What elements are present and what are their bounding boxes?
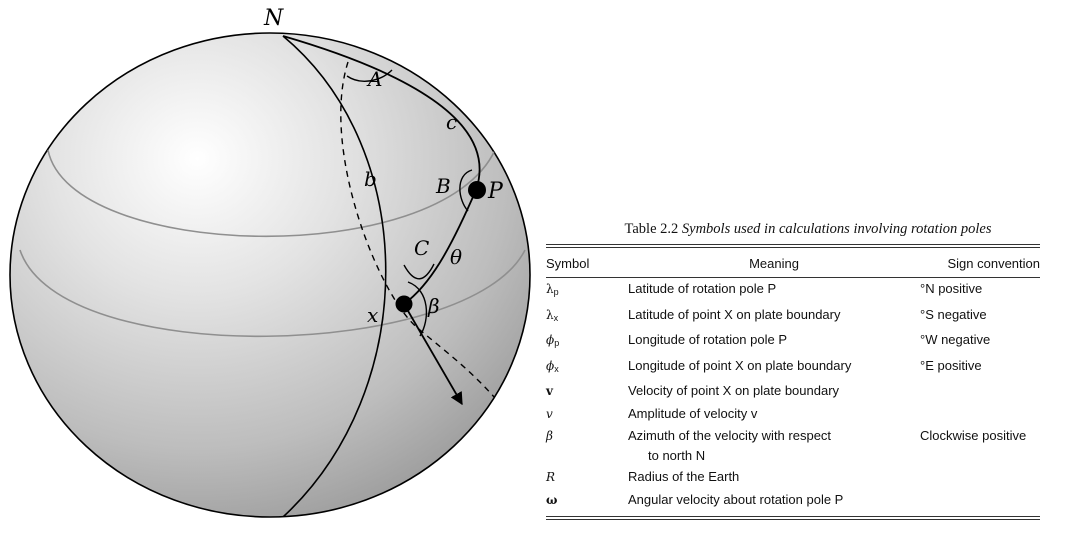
latitude-line-lower xyxy=(19,249,526,338)
cell-symbol: β xyxy=(546,425,628,466)
cell-meaning: Velocity of point X on plate boundary xyxy=(628,380,920,403)
table-row: β Azimuth of the velocity with respect to … xyxy=(546,425,1040,466)
symbol-glyph: v xyxy=(546,406,553,421)
symbol-subscript: x xyxy=(553,312,559,323)
cell-sign-convention: °S negative xyxy=(920,306,987,322)
angle-a-arc xyxy=(346,69,393,82)
cell-sign-convention: °E positive xyxy=(920,357,982,373)
cell-meaning: Latitude of rotation pole P xyxy=(628,278,920,304)
cell-symbol: R xyxy=(546,466,628,489)
meaning-text: Velocity of point X on plate boundary xyxy=(628,383,840,398)
meaning-text: Longitude of rotation pole P xyxy=(628,332,788,347)
table-row: v Velocity of point X on plate boundary xyxy=(546,380,1040,403)
table-caption: Table 2.2 Symbols used in calculations i… xyxy=(576,220,1040,244)
cell-sign-convention xyxy=(920,489,1040,517)
sphere xyxy=(9,32,531,518)
meridian-through-x xyxy=(282,35,387,517)
label-angle-a: A xyxy=(366,67,382,91)
symbol-glyph: λ xyxy=(546,307,554,322)
cell-sign-convention xyxy=(920,466,1040,489)
label-theta: θ xyxy=(450,245,462,269)
table-top-rule xyxy=(546,244,1040,248)
cell-symbol: λx xyxy=(546,304,628,330)
label-angle-b: B xyxy=(435,174,451,198)
symbol-glyph: R xyxy=(546,470,556,484)
table-caption-title: Symbols used in calculations involving r… xyxy=(681,221,992,237)
table-bottom-rule xyxy=(546,516,1040,520)
cell-meaning: Azimuth of the velocity with respect to n… xyxy=(628,425,920,466)
pole-p-dot xyxy=(468,181,486,199)
symbol-glyph: ϕ xyxy=(546,358,555,373)
cell-meaning: Amplitude of velocity v xyxy=(628,403,920,426)
header-sign-convention: Sign convention xyxy=(947,256,1040,271)
symbols-table-block: Table 2.2 Symbols used in calculations i… xyxy=(546,220,1040,520)
label-pole-p: P xyxy=(487,179,504,204)
label-angle-c: C xyxy=(414,236,429,260)
meaning-text: Latitude of rotation pole P xyxy=(628,281,777,296)
symbol-glyph: λ xyxy=(546,282,554,296)
meaning-text: Angular velocity about rotation pole P xyxy=(628,491,844,507)
meaning-text: Radius of the Earth xyxy=(628,469,740,484)
symbol-glyph: β xyxy=(546,429,553,443)
cell-meaning: Longitude of rotation pole P xyxy=(628,329,920,355)
symbol-subscript: x xyxy=(554,363,559,374)
header-meaning: Meaning xyxy=(749,256,799,271)
angle-beta-arc xyxy=(407,281,428,337)
cell-meaning: Radius of the Earth xyxy=(628,466,920,489)
cell-symbol: ϕx xyxy=(546,355,628,381)
great-circle-arc-theta xyxy=(403,189,477,305)
table-row: v Amplitude of velocity v xyxy=(546,403,1040,426)
cell-sign-convention: °N positive xyxy=(920,281,983,296)
cell-sign-convention xyxy=(920,380,1040,403)
great-circle-arc-c xyxy=(282,35,481,191)
rotation-pole-globe-diagram: N A c b B P C θ x β xyxy=(9,6,531,518)
symbol-subscript: p xyxy=(554,338,560,348)
cell-symbol: ϕp xyxy=(546,329,628,355)
header-symbol: Symbol xyxy=(546,256,590,271)
meaning-text: Amplitude of velocity v xyxy=(628,405,758,421)
point-x-dot xyxy=(395,295,413,313)
cell-symbol: v xyxy=(546,380,628,403)
cell-symbol: ω xyxy=(546,489,628,517)
label-point-x: x xyxy=(367,303,378,327)
meaning-text: Latitude of point X on plate boundary xyxy=(628,306,841,322)
velocity-arrow xyxy=(403,303,463,406)
meaning-text: Azimuth of the velocity with respect xyxy=(628,428,832,443)
latitude-line-upper xyxy=(47,149,496,238)
label-north: N xyxy=(263,6,284,31)
cell-meaning: Longitude of point X on plate boundary xyxy=(628,355,920,381)
cell-sign-convention: °W negative xyxy=(920,332,991,347)
cell-meaning: Latitude of point X on plate boundary xyxy=(628,304,920,330)
symbol-subscript: p xyxy=(553,287,559,297)
cell-symbol: λp xyxy=(546,278,628,304)
symbol-glyph: ϕ xyxy=(546,333,555,347)
angle-c-arc xyxy=(403,263,435,280)
angle-b-arc xyxy=(459,169,473,212)
meaning-text: Longitude of point X on plate boundary xyxy=(628,357,852,373)
label-beta: β xyxy=(427,294,440,318)
symbol-glyph: v xyxy=(546,384,553,398)
label-arc-b: b xyxy=(364,167,377,191)
table-row: R Radius of the Earth xyxy=(546,466,1040,489)
cell-sign-convention xyxy=(920,403,1040,426)
table-header-row: Symbol Meaning Sign convention xyxy=(546,248,1040,278)
cell-symbol: v xyxy=(546,403,628,426)
table-row: ω Angular velocity about rotation pole P xyxy=(546,489,1040,517)
label-arc-c: c xyxy=(446,110,457,134)
symbol-glyph: ω xyxy=(546,492,558,507)
cell-sign-convention: Clockwise positive xyxy=(920,428,1027,443)
meaning-text-continued: to north N xyxy=(648,447,706,463)
table-caption-number: Table 2.2 xyxy=(624,221,679,237)
header-separator xyxy=(546,277,1040,278)
cell-meaning: Angular velocity about rotation pole P xyxy=(628,489,920,517)
